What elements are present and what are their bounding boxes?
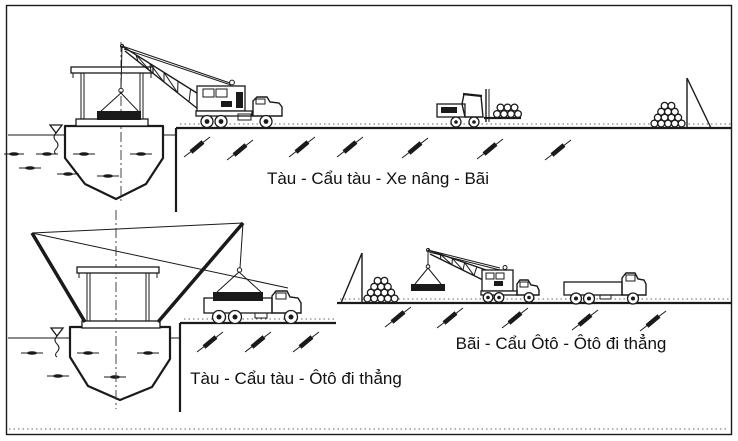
scheme3-truck-crane	[411, 248, 540, 303]
water-level-icon	[49, 327, 65, 358]
cargo-load	[411, 284, 445, 291]
crane-label	[494, 281, 503, 286]
hook-icon	[425, 264, 431, 269]
hook-icon	[236, 267, 243, 273]
scheme3-earth-hatches	[384, 306, 667, 332]
crane-label	[221, 101, 232, 107]
cargo-load	[213, 292, 263, 301]
pipe-load	[492, 103, 523, 119]
forklift-cab	[461, 93, 484, 118]
crane-cab	[481, 265, 514, 292]
scheme2-water	[8, 327, 180, 379]
roof-pulley-icon	[502, 265, 508, 270]
cargo-load	[97, 111, 141, 120]
scheme3-log-pile	[363, 276, 399, 303]
scheme2-quay-ground	[178, 318, 336, 412]
scheme1-log-pile	[650, 101, 686, 128]
derrick-booms-icon	[30, 221, 289, 324]
scheme2-earth-hatches	[196, 331, 320, 353]
water-ripples	[4, 152, 152, 178]
scheme1-ship	[63, 42, 165, 201]
hatch-frame	[76, 266, 161, 329]
figure-border	[5, 4, 733, 436]
truck-cab	[252, 96, 283, 117]
truck-cab	[621, 272, 647, 296]
hoisted-cargo	[216, 222, 262, 293]
roof-pulley-icon	[229, 79, 235, 86]
water-ripples	[21, 351, 159, 379]
caption-scheme-2: Tàu - Cẩu tàu - Ôtô đi thẳng	[190, 369, 402, 388]
hook-icon	[118, 87, 124, 94]
truck-chassis	[480, 279, 540, 303]
caption-scheme-1: Tàu - Cẩu tàu - Xe nâng - Bãi	[267, 169, 489, 188]
hoisted-cargo	[411, 250, 445, 291]
crane-boom-icon	[119, 43, 232, 110]
crane-cab	[196, 79, 246, 112]
truck-chassis	[195, 96, 283, 129]
scheme3-empty-truck	[563, 272, 647, 305]
crane-boom-icon	[426, 248, 501, 282]
scheme2-loaded-truck	[203, 290, 302, 325]
scheme1-water	[4, 124, 176, 178]
forklift	[436, 89, 523, 128]
scheme1-earth-hatches	[183, 136, 572, 161]
scheme3-stack-marker	[340, 252, 363, 304]
caption-scheme-3: Bãi - Cẩu Ôtô - Ôtô đi thẳng	[456, 334, 667, 353]
scheme1-quay-ground	[174, 123, 731, 212]
water-level-icon	[48, 124, 64, 155]
scheme3-ground	[337, 298, 731, 305]
scheme2-ship	[30, 210, 289, 409]
truck-cab	[516, 279, 540, 296]
scheme1-truck-crane	[119, 43, 283, 129]
scheme1-stack-marker	[686, 77, 712, 129]
hoisted-cargo	[97, 45, 141, 120]
truck-cab	[271, 290, 302, 314]
